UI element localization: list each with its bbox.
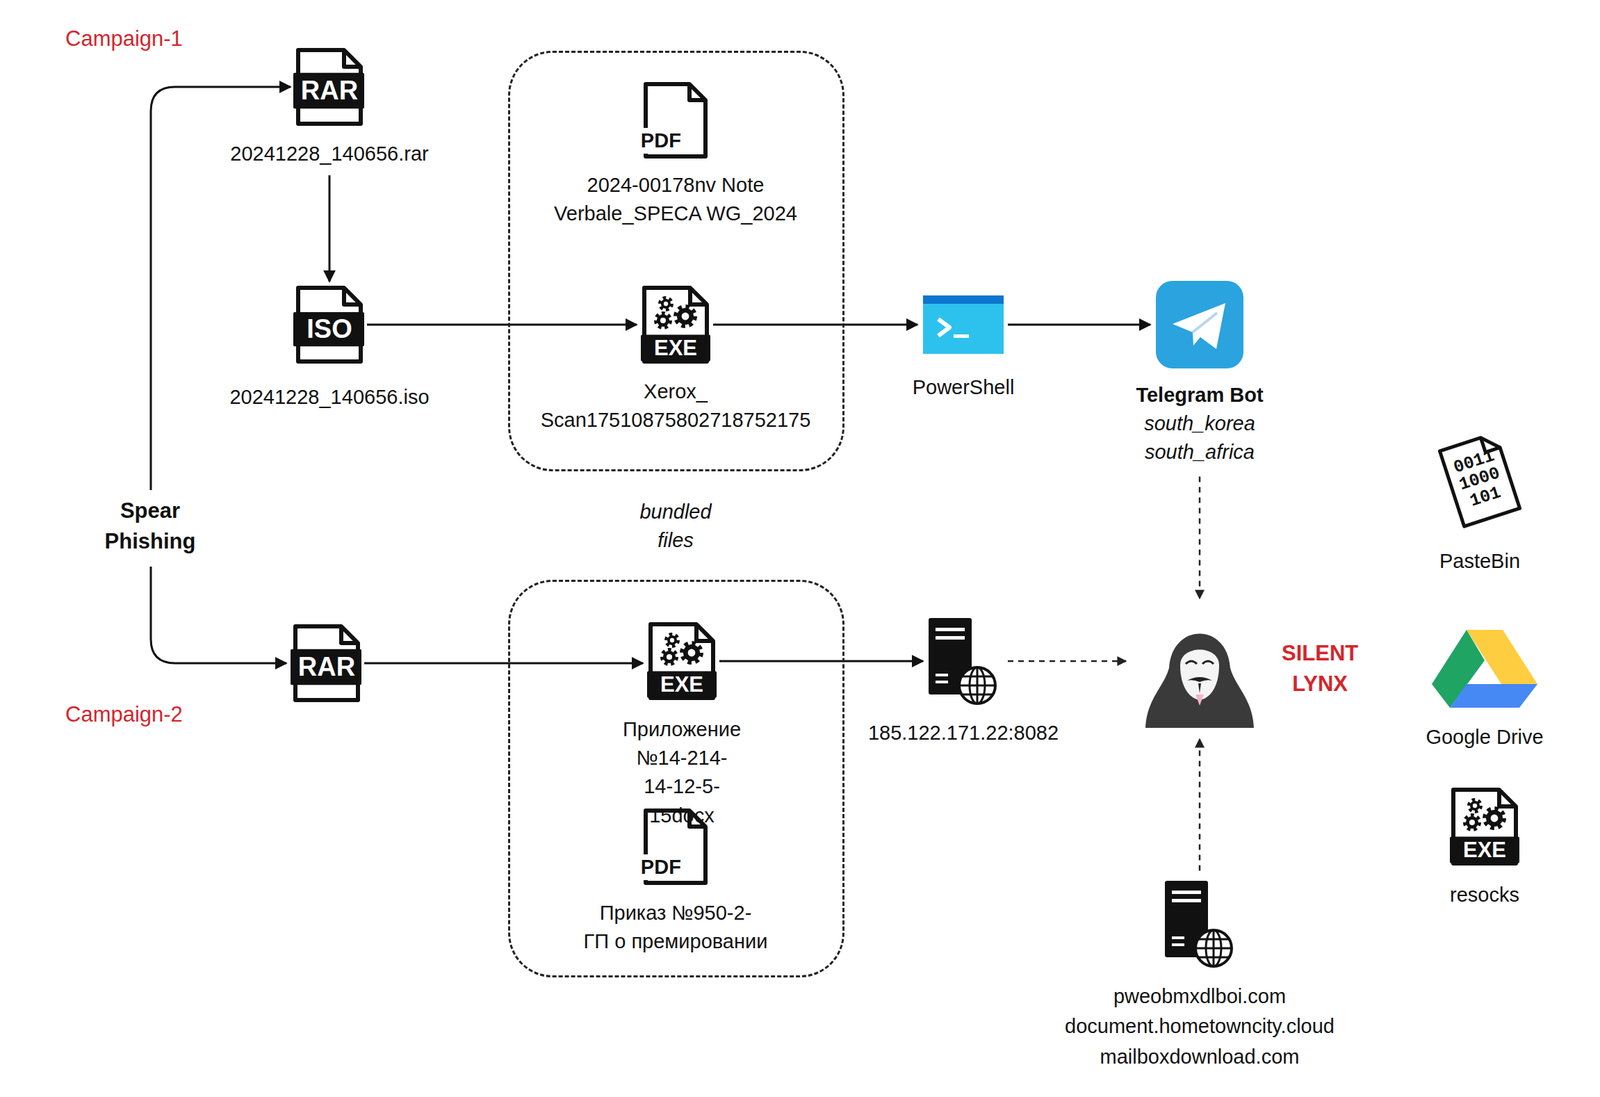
server-icon (928, 617, 999, 705)
caption: pweobmxdlboi.com document.hometowncity.c… (1064, 981, 1335, 1073)
node-label: Xerox_ Scan17510875802718752175 (540, 377, 812, 435)
annotation-label: bundled files (639, 497, 712, 555)
icon-text: RAR (293, 72, 366, 110)
caption: 185.122.171.22:8082 (868, 718, 1059, 748)
node-label: resocks (1449, 880, 1520, 910)
rar-archive: RAR (293, 624, 361, 702)
iso-image: ISO20241228_140656.iso (296, 285, 363, 364)
node-label: Приложение №14-214-14-12-5-15docx (622, 715, 741, 830)
node-label: Telegram Bot (1135, 380, 1263, 410)
node-label: SILENT LYNX (1281, 638, 1359, 700)
node-label: pweobmxdlboi.com document.hometowncity.c… (1064, 981, 1335, 1073)
dashed-arrow (1198, 738, 1202, 871)
icon-text: EXE (645, 671, 718, 698)
node-label: 185.122.171.22:8082 (868, 718, 1059, 748)
pastebin-icon: 0011 1000 101PasteBin (1434, 427, 1525, 532)
caption: PasteBin (1439, 547, 1521, 576)
caption: PowerShell (912, 373, 1015, 402)
node-label: PowerShell (912, 373, 1015, 402)
node-label: south_korea south_africa (1144, 409, 1256, 467)
caption: resocks (1449, 880, 1520, 910)
icon-text: RAR (290, 649, 363, 686)
bundle-group: EXEПриложение №14-214-14-12-5-15docxPDFП… (508, 579, 845, 978)
dashed-arrow (1198, 476, 1202, 599)
caption: 2024-00178nv Note Verbale_SPECA WG_2024 (547, 170, 804, 228)
exe-file: EXEXerox_ Scan17510875802718752175 (642, 285, 709, 364)
icon-text: PDF (637, 854, 685, 880)
annotation-label: Spear Phishing (102, 494, 199, 559)
node-label: Google Drive (1425, 722, 1544, 752)
caption: Google Drive (1425, 722, 1544, 752)
caption: 20241228_140656.rar (230, 139, 429, 169)
phishing-bracket (150, 566, 287, 664)
node-label: 2024-00178nv Note Verbale_SPECA WG_2024 (547, 170, 804, 228)
caption: SILENT LYNX (1281, 638, 1359, 700)
caption: Xerox_ Scan17510875802718752175 (540, 377, 812, 435)
node-label: 20241228_140656.iso (229, 382, 429, 412)
powershell-icon: PowerShell (923, 295, 1004, 354)
caption: Приказ №950-2-ГП о премировании (574, 898, 778, 956)
threat-actor: SILENT LYNX (1137, 609, 1263, 728)
google-drive-icon: Google Drive (1431, 629, 1538, 708)
hacker-icon (1137, 609, 1263, 728)
tg-icon (1155, 280, 1244, 369)
flow-arrow (364, 662, 643, 665)
c2-server: pweobmxdlboi.com document.hometowncity.c… (1164, 880, 1235, 968)
flow-arrow (713, 323, 918, 326)
dashed-arrow (1007, 660, 1126, 663)
annotation-label: Campaign-2 (65, 699, 183, 730)
caption: 20241228_140656.iso (229, 382, 429, 412)
gdrive-icon (1431, 629, 1538, 708)
exe-file: EXEresocks (1451, 787, 1518, 866)
rar-archive: RAR20241228_140656.rar (296, 47, 363, 126)
node-label: 20241228_140656.rar (230, 139, 429, 169)
ps-icon (923, 295, 1004, 354)
exe-file: EXEПриложение №14-214-14-12-5-15docx (648, 622, 716, 700)
flow-arrow (719, 660, 924, 663)
caption: Приложение №14-214-14-12-5-15docx (622, 715, 741, 830)
flow-arrow (366, 323, 637, 326)
c2-server: 185.122.171.22:8082 (928, 617, 999, 705)
bundle-group: PDF 2024-00178nv Note Verbale_SPECA WG_20… (508, 50, 845, 472)
icon-text: EXE (639, 335, 712, 362)
caption: Telegram Botsouth_korea south_africa (1135, 380, 1263, 468)
pdf-document: PDF2024-00178nv Note Verbale_SPECA WG_20… (643, 82, 708, 159)
telegram-bot: Telegram Botsouth_korea south_africa (1155, 280, 1244, 369)
icon-text: EXE (1448, 836, 1521, 864)
icon-text: PDF (637, 127, 685, 154)
server-icon (1164, 880, 1235, 968)
annotation-label: Campaign-1 (65, 23, 183, 55)
flow-arrow (328, 175, 331, 282)
flow-arrow (1007, 323, 1151, 326)
node-label: Приказ №950-2-ГП о премировании (574, 898, 778, 956)
icon-text: ISO (293, 312, 366, 347)
node-label: PasteBin (1439, 547, 1521, 576)
